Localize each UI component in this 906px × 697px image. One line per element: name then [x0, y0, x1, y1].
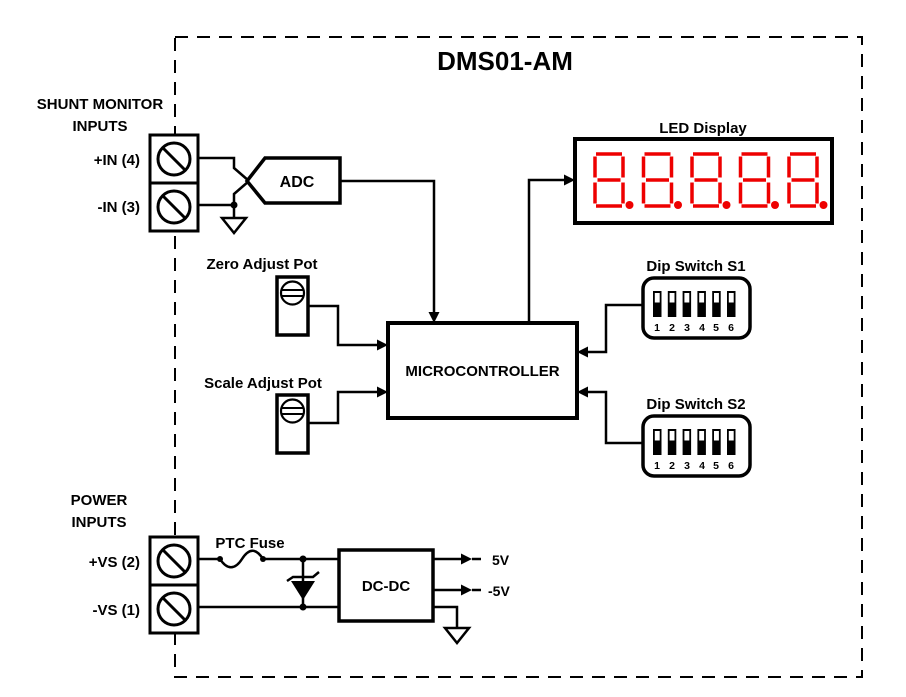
dip-switch-lever [682, 429, 692, 455]
terminal-label-plus-in: +IN (4) [94, 152, 140, 169]
dip-s2-label: Dip Switch S2 [646, 396, 745, 413]
wire-dcdc-ground [433, 605, 459, 628]
dcdc-label: DC-DC [362, 578, 410, 595]
pot-screw-icon [279, 398, 306, 424]
dip-switch-lever [697, 429, 706, 455]
terminal-label-plus-vs: +VS (2) [89, 554, 140, 571]
ptc-fuse-icon [218, 549, 265, 569]
power-section-label-line2: INPUTS [71, 514, 126, 531]
screw-terminal-icon [156, 543, 192, 579]
terminal-label-minus-in: -IN (3) [98, 199, 141, 216]
dip-s1-label: Dip Switch S1 [646, 258, 745, 275]
dip-number: 6 [728, 322, 734, 334]
dip-switch-lever [682, 291, 692, 317]
wire-plus-in [198, 156, 250, 182]
dip-number: 1 [654, 322, 660, 334]
arrowhead-left-icon [577, 386, 588, 398]
pot-screw-icon [279, 280, 306, 306]
adc-label: ADC [280, 174, 315, 191]
arrowhead-right-icon [377, 386, 388, 398]
ptc-fuse-label: PTC Fuse [215, 535, 284, 552]
dip-switch-lever [697, 291, 706, 317]
wire-adc-to-mcu [340, 179, 436, 313]
dip-number: 4 [699, 460, 705, 472]
fuse-end-dot [217, 556, 223, 562]
scale-adjust-pot: Scale Adjust Pot [204, 375, 388, 455]
dip-number: 3 [684, 460, 690, 472]
tvs-diode-icon [291, 581, 315, 600]
microcontroller-label: MICROCONTROLLER [405, 363, 559, 380]
terminal-label-minus-vs: -VS (1) [92, 602, 140, 619]
screw-terminal-icon [156, 141, 192, 177]
tvs-diode-bar [286, 571, 320, 583]
power-section: POWER INPUTS PTC Fuse +VS (2) -VS (1) DC… [71, 492, 510, 645]
ground-icon [220, 216, 248, 235]
dip-switch-lever [712, 429, 721, 455]
wire-s2-to-mcu [588, 390, 643, 445]
dip-switch-lever [667, 429, 677, 455]
scale-pot-label: Scale Adjust Pot [204, 375, 322, 392]
junction-dot [299, 555, 307, 563]
dip-number: 5 [713, 460, 719, 472]
output-5v-label: 5V [492, 552, 510, 568]
microcontroller-section: MICROCONTROLLER [386, 321, 579, 420]
zero-adjust-pot: Zero Adjust Pot [206, 256, 388, 351]
diagram-title: DMS01-AM [437, 46, 573, 76]
dip-number: 1 [654, 460, 660, 472]
adc-block [244, 156, 342, 205]
screw-terminal-icon [156, 591, 192, 627]
screw-terminal-icon [156, 189, 192, 225]
shunt-section-label-line2: INPUTS [72, 118, 127, 135]
pot-screw-slot [282, 289, 303, 297]
ground-icon [443, 626, 471, 645]
arrowhead-right-icon [461, 553, 472, 565]
wire-minus-in [198, 180, 250, 207]
arrowhead-left-icon [577, 346, 588, 358]
dip-number: 2 [669, 322, 675, 334]
dcdc-block [337, 548, 435, 623]
dip-switch-lever [653, 291, 662, 317]
dip-switch-lever [727, 429, 736, 455]
dip-number: 5 [713, 322, 719, 334]
wire-zero-pot [308, 304, 377, 347]
shunt-section-label-line1: SHUNT MONITOR [37, 96, 164, 113]
dip-switch-lever [712, 291, 721, 317]
arrowhead-right-icon [461, 584, 472, 596]
dip-number: 3 [684, 322, 690, 334]
pot-screw-slot [282, 407, 303, 415]
wire-mcu-to-led [527, 178, 565, 323]
dip-switch-lever [667, 291, 677, 317]
module-boundary [174, 36, 863, 678]
led-display-section: LED Display [573, 120, 834, 225]
wire-s1-to-mcu [588, 303, 643, 354]
power-section-label-line1: POWER [71, 492, 128, 509]
microcontroller-block [386, 321, 579, 420]
arrowhead-right-icon [377, 339, 388, 351]
dip-switch-s2: Dip Switch S2 1 2 3 4 5 6 [577, 386, 752, 478]
dip-switch-lever [727, 291, 736, 317]
shunt-monitor-section: SHUNT MONITOR INPUTS +IN (4) -IN (3) ADC [37, 96, 342, 235]
arrowhead-right-icon [564, 174, 575, 186]
output-minus-5v-label: -5V [488, 583, 510, 599]
dip-number: 2 [669, 460, 675, 472]
zero-pot-label: Zero Adjust Pot [206, 256, 317, 273]
led-display-label: LED Display [659, 120, 747, 137]
dip-number: 6 [728, 460, 734, 472]
dip-switch-s1: Dip Switch S1 1 2 3 4 5 6 [577, 258, 752, 358]
wire-scale-pot [307, 390, 377, 425]
dip-number: 4 [699, 322, 705, 334]
dip-switch-lever [653, 429, 662, 455]
arrowhead-down-icon [428, 312, 440, 323]
